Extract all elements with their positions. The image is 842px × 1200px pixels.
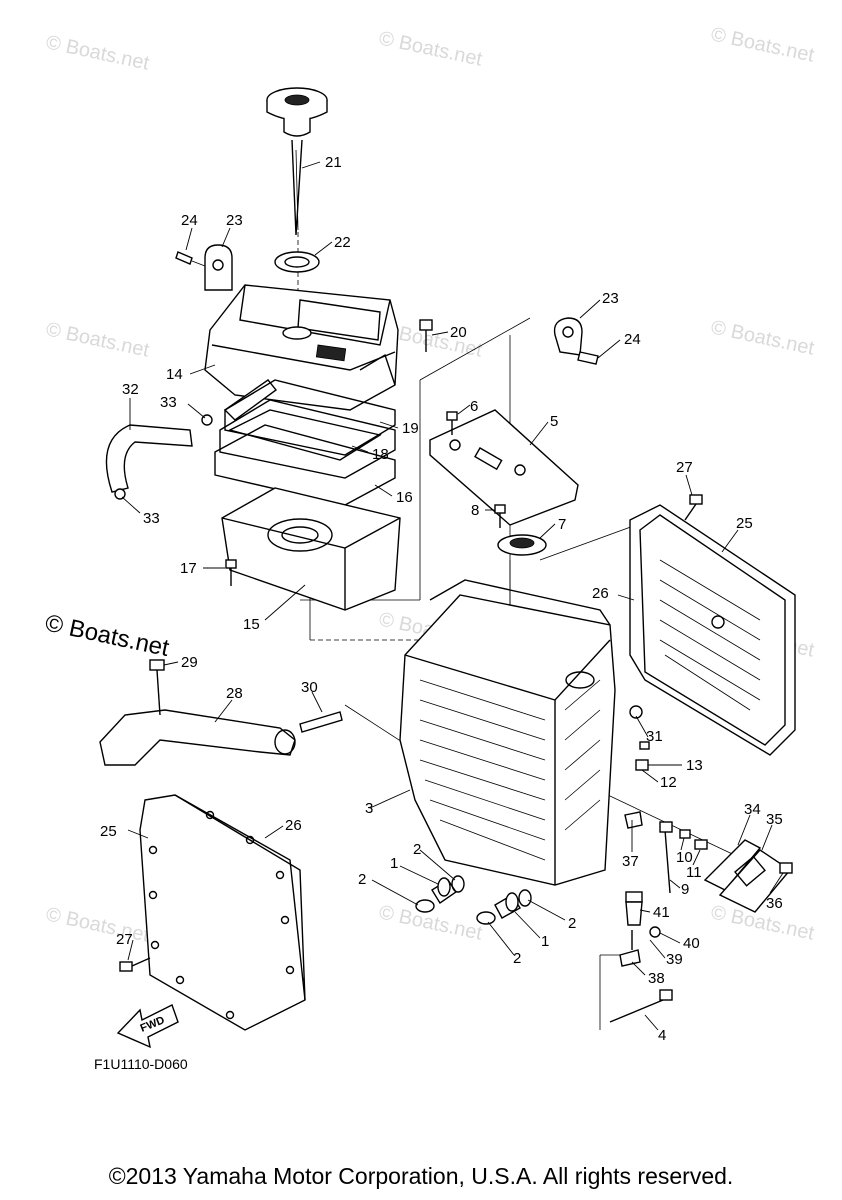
fwd-arrow-icon: FWD xyxy=(116,1004,179,1049)
watermark: © Boats.net xyxy=(377,27,485,70)
plate-5 xyxy=(429,409,579,526)
watermark: © Boats.net xyxy=(377,901,485,944)
screen-filter xyxy=(494,504,547,556)
callout-15: 15 xyxy=(243,616,260,633)
gaskets xyxy=(214,379,396,506)
callout-38: 38 xyxy=(648,970,665,987)
callout-14: 14 xyxy=(166,366,183,383)
bolt-27-upper xyxy=(684,494,703,521)
copyright-notice: ©2013 Yamaha Motor Corporation, U.S.A. A… xyxy=(108,1163,734,1189)
callout-31: 31 xyxy=(646,728,663,745)
callout-24: 24 xyxy=(624,331,641,348)
callout-2: 2 xyxy=(568,915,576,932)
callout-25: 25 xyxy=(736,515,753,532)
breather-hose xyxy=(105,379,278,500)
callout-41: 41 xyxy=(653,904,670,921)
cover-left-bolts xyxy=(148,810,295,1020)
bolt-17 xyxy=(225,559,237,586)
cover-left xyxy=(139,794,306,1031)
watermark: © Boats.net xyxy=(709,901,817,944)
callout-5: 5 xyxy=(550,413,558,430)
bolt-27-lower xyxy=(119,957,151,972)
callout-10: 10 xyxy=(676,849,693,866)
callout-12: 12 xyxy=(660,774,677,791)
watermark: © Boats.net xyxy=(709,316,817,359)
callout-11: 11 xyxy=(686,864,702,881)
callout-33: 33 xyxy=(160,394,177,411)
callout-27: 27 xyxy=(116,931,133,948)
callout-39: 39 xyxy=(666,951,683,968)
callout-1: 1 xyxy=(541,933,549,950)
seal xyxy=(274,251,320,273)
callout-3: 3 xyxy=(365,800,373,817)
callout-labels: 21 22 23 24 23 24 20 14 32 33 33 19 18 1… xyxy=(100,154,783,1044)
callout-2: 2 xyxy=(513,950,521,967)
cover-small-34-35 xyxy=(703,839,793,913)
callout-1: 1 xyxy=(390,855,398,872)
arm-28 xyxy=(99,659,343,766)
watermark: © Boats.net xyxy=(44,903,152,946)
callout-35: 35 xyxy=(766,811,783,828)
callout-24: 24 xyxy=(181,212,198,229)
callout-9: 9 xyxy=(681,881,689,898)
callout-26: 26 xyxy=(592,585,609,602)
cover xyxy=(204,284,399,411)
watermark-prominent: © Boats.net xyxy=(43,609,172,662)
callout-4: 4 xyxy=(658,1027,666,1044)
callout-13: 13 xyxy=(686,757,703,774)
callout-30: 30 xyxy=(301,679,318,696)
callout-22: 22 xyxy=(334,234,351,251)
bracket-left xyxy=(175,244,233,291)
callout-23: 23 xyxy=(602,290,619,307)
callout-25: 25 xyxy=(100,823,117,840)
bolt-20 xyxy=(419,319,433,352)
oil-cap-dipstick xyxy=(266,87,328,236)
diagram-code: F1U1110-D060 xyxy=(94,1056,188,1072)
callout-32: 32 xyxy=(122,381,139,398)
oil-pan xyxy=(221,487,401,611)
callout-16: 16 xyxy=(396,489,413,506)
fins xyxy=(419,679,601,861)
callout-7: 7 xyxy=(558,516,566,533)
collars-orings xyxy=(415,875,532,925)
callout-17: 17 xyxy=(180,560,197,577)
small-hardware xyxy=(624,705,708,894)
callout-40: 40 xyxy=(683,935,700,952)
callout-18: 18 xyxy=(372,446,389,463)
cylinder-block xyxy=(399,579,616,886)
callout-33: 33 xyxy=(143,510,160,527)
watermark: © Boats.net xyxy=(709,23,817,66)
callout-2: 2 xyxy=(358,871,366,888)
callout-26: 26 xyxy=(285,817,302,834)
callout-37: 37 xyxy=(622,853,639,870)
leader-lines xyxy=(121,161,784,1031)
callout-21: 21 xyxy=(325,154,342,171)
callout-6: 6 xyxy=(470,398,478,415)
callout-36: 36 xyxy=(766,895,783,912)
cover-right xyxy=(629,504,796,756)
bolt-4 xyxy=(609,989,673,1023)
bracket-right xyxy=(553,317,599,365)
callout-34: 34 xyxy=(744,801,761,818)
callout-8: 8 xyxy=(471,502,479,519)
callout-20: 20 xyxy=(450,324,467,341)
watermark: © Boats.net xyxy=(44,318,152,361)
callout-27: 27 xyxy=(676,459,693,476)
sensor-parts xyxy=(619,891,661,967)
callout-29: 29 xyxy=(181,654,198,671)
callout-19: 19 xyxy=(402,420,419,437)
callout-2: 2 xyxy=(413,841,421,858)
watermark: © Boats.net xyxy=(44,31,152,74)
callout-28: 28 xyxy=(226,685,243,702)
callout-23: 23 xyxy=(226,212,243,229)
grille-right xyxy=(659,559,761,711)
